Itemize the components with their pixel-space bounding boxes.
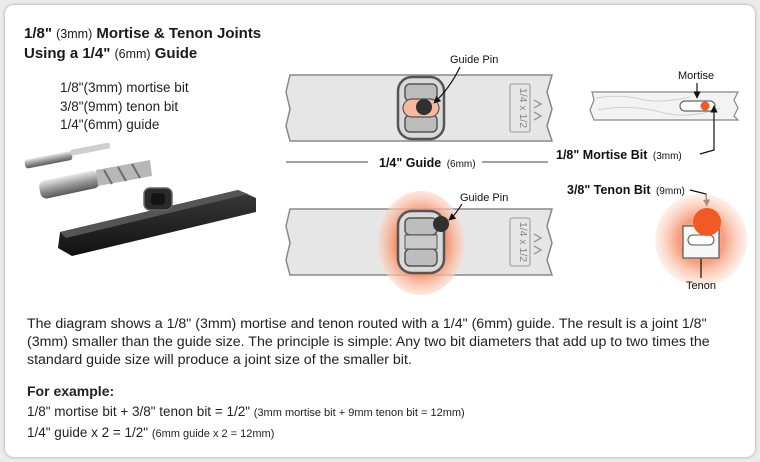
mortise-board: Mortise 1/8" Mortise Bit (3mm): [556, 70, 740, 162]
example-line-1: 1/8" mortise bit + 3/8" tenon bit = 1/2"…: [27, 404, 465, 419]
page-title: 1/8" (3mm) Mortise & Tenon Joints Using …: [24, 24, 261, 64]
example-lines: 1/8" mortise bit + 3/8" tenon bit = 1/2"…: [27, 402, 465, 444]
top-template-marking: 1/4 x 1/2: [517, 88, 529, 128]
guide-template-image: [58, 187, 256, 256]
spec-mortise-bit: 1/8"(3mm) mortise bit: [60, 80, 189, 95]
tenon-illustration: 3/8" Tenon Bit (9mm) Tenon: [567, 183, 747, 292]
title-line-1: 1/8" (3mm) Mortise & Tenon Joints: [24, 25, 262, 42]
top-guide-pin-label: Guide Pin: [450, 54, 498, 66]
bottom-guide-pin: [433, 216, 449, 232]
guide-label: 1/4" Guide (6mm): [379, 156, 476, 170]
mortise-bit-image: [24, 142, 111, 169]
top-template-diagram: 1/4 x 1/2 Guide Pin: [285, 54, 554, 142]
tenon-bit-dot: [693, 208, 721, 236]
tenon-slot: [687, 234, 715, 246]
bottom-guide-pin-label: Guide Pin: [460, 192, 508, 204]
spec-list: 1/8"(3mm) mortise bit 3/8"(9mm) tenon bi…: [60, 79, 189, 135]
product-photo: [24, 142, 256, 256]
mortise-bit-label: 1/8" Mortise Bit (3mm): [556, 148, 682, 162]
bottom-template-marking: 1/4 x 1/2: [517, 222, 529, 262]
top-guide-pin: [416, 99, 432, 115]
spec-guide: 1/4"(6mm) guide: [60, 117, 160, 132]
tenon-bit-label: 3/8" Tenon Bit (9mm): [567, 183, 685, 197]
bottom-guide-pin-arrow: [448, 203, 463, 221]
tenon-bit-image: [39, 160, 152, 199]
mortise-label: Mortise: [678, 70, 714, 82]
description-paragraph: The diagram shows a 1/8" (3mm) mortise a…: [27, 316, 710, 368]
spec-tenon-bit: 3/8"(9mm) tenon bit: [60, 98, 179, 114]
title-line-2: Using a 1/4" (6mm) Guide: [24, 45, 198, 62]
bottom-template-diagram: 1/4 x 1/2 Guide Pin: [285, 191, 554, 295]
example-heading: For example:: [27, 383, 115, 399]
tenon-label: Tenon: [686, 280, 716, 292]
mortise-slot: [679, 100, 716, 112]
guide-separator: 1/4" Guide (6mm): [286, 156, 548, 170]
top-guide-pin-arrow: [433, 66, 461, 104]
mortise-bit-dot: [700, 101, 710, 111]
example-line-2: 1/4" guide x 2 = 1/2" (6mm guide x 2 = 1…: [27, 425, 275, 440]
